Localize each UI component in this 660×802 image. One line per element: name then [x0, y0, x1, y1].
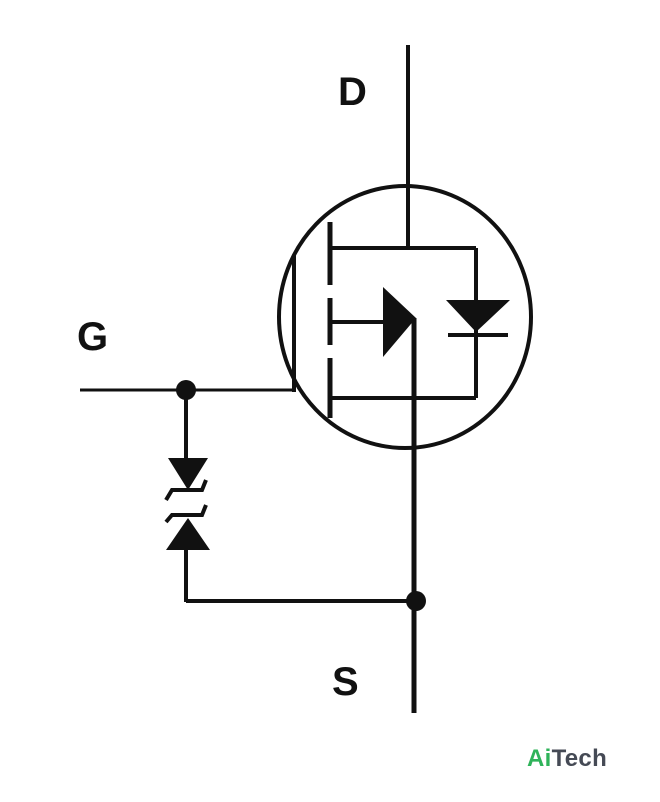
transistor-envelope: [277, 184, 533, 450]
body-arrow: [383, 287, 416, 357]
watermark-part1: Ai: [527, 745, 552, 772]
drain-label: D: [338, 70, 367, 114]
zener-diode-upper-bar: [164, 479, 208, 502]
source-label: S: [332, 660, 359, 704]
zener-diode-upper-triangle: [168, 458, 208, 490]
body-diode-triangle: [446, 300, 510, 332]
zener-diode-lower-triangle: [166, 518, 210, 550]
watermark-logo: AiTech: [527, 745, 607, 773]
gate-label: G: [77, 315, 108, 359]
zener-diode-lower-bar: [164, 504, 208, 524]
source-junction-dot: [406, 591, 426, 611]
watermark-part2: Tech: [551, 745, 608, 772]
